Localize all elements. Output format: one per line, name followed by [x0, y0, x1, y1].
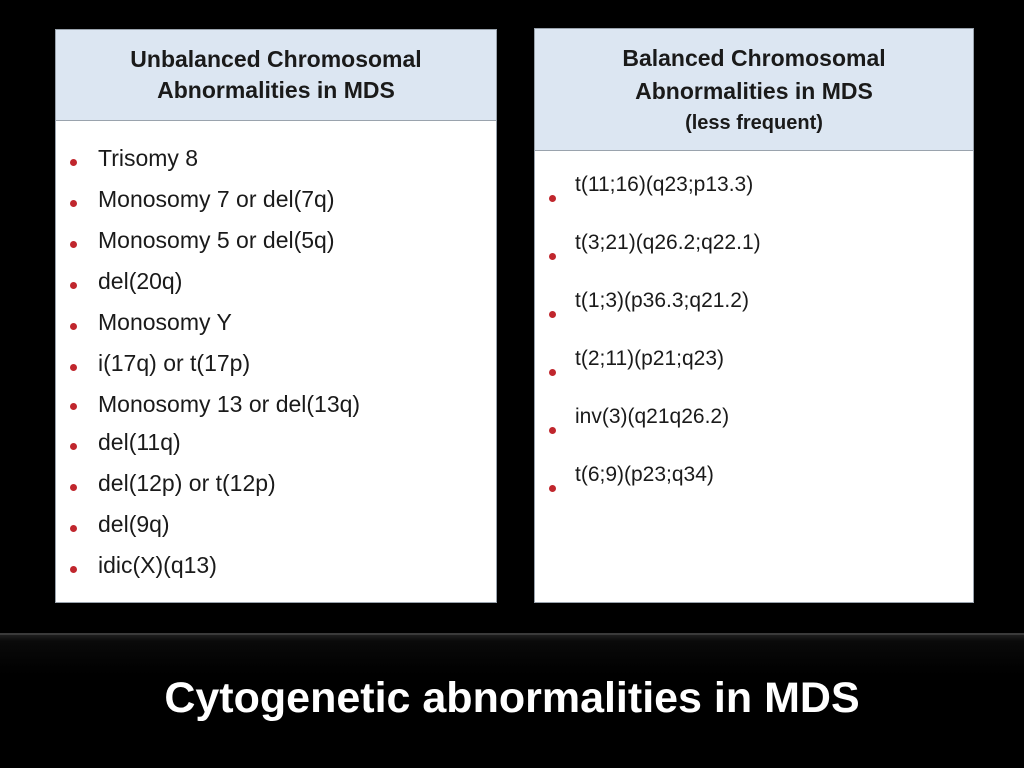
footer-bar	[0, 633, 1024, 768]
bullet-icon	[549, 427, 556, 434]
list-item: inv(3)(q21q26.2)	[549, 404, 973, 462]
list-item: Monosomy Y	[70, 308, 496, 349]
list-item-text: t(11;16)(q23;p13.3)	[575, 173, 754, 196]
list-item-text: i(17q) or t(17p)	[98, 350, 251, 376]
list-item-text: Trisomy 8	[98, 145, 199, 171]
list-item: i(17q) or t(17p)	[70, 349, 496, 390]
balanced-abnormalities-panel: Balanced Chromosomal Abnormalities in MD…	[534, 28, 974, 603]
bullet-icon	[70, 363, 77, 371]
balanced-header-subtitle: (less frequent)	[685, 111, 823, 134]
list-item: Monosomy 5 or del(5q)	[70, 226, 496, 267]
list-item-text: t(1;3)(p36.3;q21.2)	[575, 289, 749, 312]
bullet-icon	[70, 403, 77, 410]
list-item: idic(X)(q13)	[70, 551, 496, 592]
list-item: del(9q)	[70, 510, 496, 551]
bullet-icon	[70, 322, 77, 330]
list-item: t(2;11)(p21;q23)	[549, 346, 973, 404]
bullet-icon	[70, 158, 77, 166]
list-item-text: del(9q)	[98, 511, 170, 537]
list-item: t(11;16)(q23;p13.3)	[549, 172, 973, 230]
bullet-icon	[70, 281, 77, 289]
balanced-panel-header: Balanced Chromosomal Abnormalities in MD…	[535, 29, 973, 151]
slide-title: Cytogenetic abnormalities in MDS	[164, 674, 860, 722]
list-item: Monosomy 7 or del(7q)	[70, 185, 496, 226]
list-item-text: del(20q)	[98, 268, 183, 294]
list-item: del(12p) or t(12p)	[70, 469, 496, 510]
bullet-icon	[70, 199, 77, 207]
bullet-icon	[70, 442, 77, 450]
unbalanced-abnormalities-list: Trisomy 8 Monosomy 7 or del(7q) Monosomy…	[56, 121, 496, 592]
list-item: Trisomy 8	[70, 144, 496, 185]
balanced-header-line2: Abnormalities in MDS	[635, 77, 873, 104]
bullet-icon	[70, 240, 77, 248]
unbalanced-panel-header: Unbalanced Chromosomal Abnormalities in …	[56, 30, 496, 121]
balanced-abnormalities-list: t(11;16)(q23;p13.3) t(3;21)(q26.2;q22.1)…	[535, 151, 973, 520]
bullet-icon	[549, 253, 556, 260]
list-item: t(3;21)(q26.2;q22.1)	[549, 230, 973, 288]
unbalanced-header-line1: Unbalanced Chromosomal	[130, 46, 422, 72]
bullet-icon	[549, 195, 556, 202]
list-item-text: Monosomy 5 or del(5q)	[98, 227, 335, 253]
bullet-icon	[70, 483, 77, 491]
list-item: Monosomy 13 or del(13q)	[70, 390, 496, 428]
list-item-text: t(2;11)(p21;q23)	[575, 347, 725, 370]
list-item-text: t(3;21)(q26.2;q22.1)	[575, 231, 761, 254]
bullet-icon	[549, 311, 556, 318]
list-item: t(1;3)(p36.3;q21.2)	[549, 288, 973, 346]
bullet-icon	[70, 524, 77, 532]
list-item-text: inv(3)(q21q26.2)	[575, 405, 730, 428]
bullet-icon	[549, 485, 556, 492]
list-item-text: del(11q)	[98, 429, 181, 455]
list-item-text: t(6;9)(p23;q34)	[575, 463, 714, 486]
list-item-text: Monosomy 13 or del(13q)	[98, 391, 361, 417]
list-item: t(6;9)(p23;q34)	[549, 462, 973, 520]
list-item-text: Monosomy Y	[98, 309, 232, 335]
unbalanced-header-line2: Abnormalities in MDS	[157, 77, 395, 103]
list-item: del(20q)	[70, 267, 496, 308]
balanced-header-line1: Balanced Chromosomal	[622, 44, 886, 71]
bullet-icon	[70, 565, 77, 573]
list-item: del(11q)	[70, 428, 496, 469]
bullet-icon	[549, 369, 556, 376]
list-item-text: del(12p) or t(12p)	[98, 470, 276, 496]
unbalanced-abnormalities-panel: Unbalanced Chromosomal Abnormalities in …	[55, 29, 497, 603]
list-item-text: idic(X)(q13)	[98, 552, 217, 578]
list-item-text: Monosomy 7 or del(7q)	[98, 186, 335, 212]
